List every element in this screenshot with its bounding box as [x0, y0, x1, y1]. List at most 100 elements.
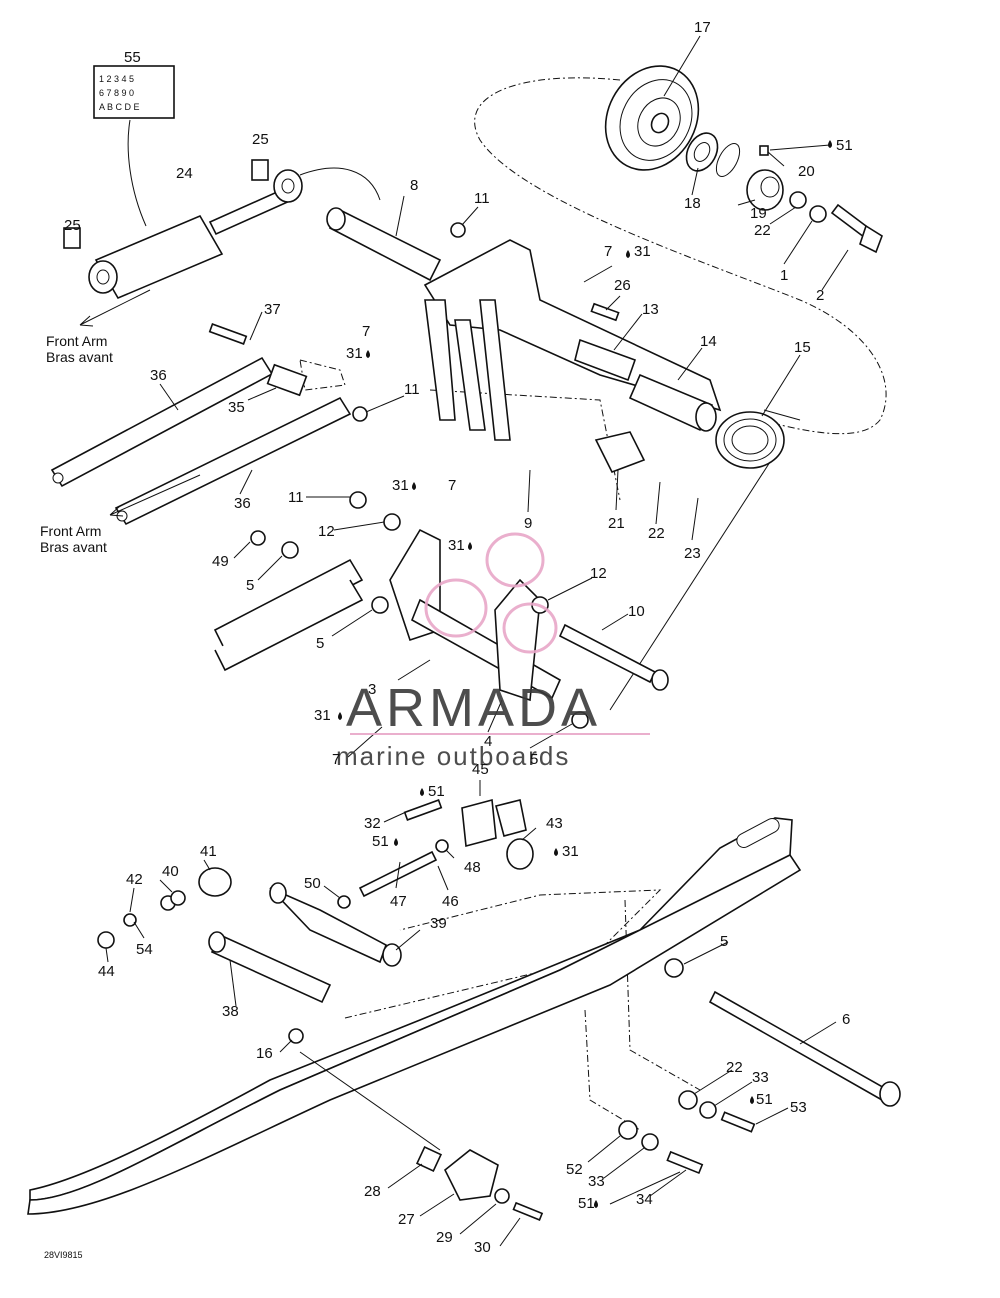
callout: 22 — [754, 222, 771, 239]
callout: 42 — [126, 871, 143, 888]
callout: 25 — [252, 131, 269, 148]
callout: 27 — [398, 1211, 415, 1228]
callout: 19 — [750, 205, 767, 222]
callout: 7 — [604, 243, 612, 260]
callout: 23 — [684, 545, 701, 562]
callout: 37 — [264, 301, 281, 318]
callout: 8 — [410, 177, 418, 194]
svg-text:6 7 8 9 0: 6 7 8 9 0 — [99, 88, 134, 98]
callout: 31 — [314, 707, 331, 724]
bolt — [208, 323, 248, 345]
callout: 50 — [304, 875, 321, 892]
callout: 24 — [176, 165, 193, 182]
svg-text:A B C D E: A B C D E — [99, 102, 140, 112]
callout: 38 — [222, 1003, 239, 1020]
nut — [352, 406, 368, 422]
front-arm-note-top-fr: Bras avant — [46, 349, 113, 365]
callout: 12 — [318, 523, 335, 540]
support-bracket — [389, 528, 562, 702]
callout: 45 — [472, 761, 489, 778]
washer — [809, 205, 827, 223]
rail-bracket — [213, 558, 364, 672]
bolt — [830, 203, 883, 254]
washer — [571, 711, 589, 729]
mid-outline — [429, 389, 621, 501]
shock-absorber — [88, 169, 303, 300]
spacer — [415, 1145, 443, 1173]
watermark-brand: ARMADA — [346, 678, 601, 738]
callout: 51 — [836, 137, 853, 154]
decal: 1 2 3 4 5 6 7 8 9 0 A B C D E — [93, 65, 175, 119]
callout: 29 — [436, 1229, 453, 1246]
bushing — [63, 227, 81, 249]
bushing — [251, 159, 269, 181]
callout: 52 — [566, 1161, 583, 1178]
front-arm-outline — [299, 359, 346, 391]
callout: 26 — [614, 277, 631, 294]
nut — [450, 222, 466, 238]
callout: 21 — [608, 515, 625, 532]
callout: 31 — [392, 477, 409, 494]
callout: 11 — [288, 489, 304, 506]
callout: 18 — [684, 195, 701, 212]
washer — [678, 1090, 698, 1110]
callout: 33 — [588, 1173, 605, 1190]
washer — [383, 513, 401, 531]
watermark-tagline: marine outboards — [336, 741, 570, 771]
callout: 36 — [234, 495, 251, 512]
callout: 51 — [756, 1091, 773, 1108]
callout: 40 — [162, 863, 179, 880]
callout: 31 — [448, 537, 465, 554]
bolt — [403, 799, 443, 821]
front-arm-note-bottom-fr: Bras avant — [40, 539, 107, 555]
callout: 22 — [726, 1059, 743, 1076]
callout: 1 — [780, 267, 788, 284]
callout: 15 — [794, 339, 811, 356]
arrow — [109, 474, 201, 517]
callout: 3 — [368, 681, 376, 698]
callout: 5 — [530, 751, 538, 768]
cam-sleeve — [198, 867, 232, 897]
sleeve — [628, 373, 717, 432]
washer — [371, 596, 389, 614]
cushion — [506, 838, 534, 870]
callout: 44 — [98, 963, 115, 980]
washer — [494, 1188, 510, 1204]
callout: 32 — [364, 815, 381, 832]
slider-shoe — [443, 1149, 499, 1201]
callout: 43 — [546, 815, 563, 832]
spacer — [266, 363, 308, 397]
callout: 51 — [372, 833, 389, 850]
callout: 55 — [124, 49, 141, 66]
callout: 34 — [636, 1191, 653, 1208]
spacer — [746, 169, 784, 211]
leader-lines — [105, 35, 849, 1247]
callout: 6 — [842, 1011, 850, 1028]
callout: 25 — [64, 217, 81, 234]
bearing — [685, 132, 719, 172]
callout: 20 — [798, 163, 815, 180]
callout: 49 — [212, 553, 229, 570]
svg-text:1 2 3 4 5: 1 2 3 4 5 — [99, 74, 134, 84]
bolt — [720, 1111, 756, 1133]
watermark: ARMADA marine outboards — [336, 532, 650, 771]
callout: 33 — [752, 1069, 769, 1086]
bolt-spacer-set — [97, 890, 186, 949]
callout: 7 — [448, 477, 456, 494]
stopper-block — [461, 798, 527, 848]
cross-shaft — [326, 207, 442, 282]
callout: 5 — [246, 577, 254, 594]
long-bolt — [708, 990, 901, 1107]
arrow — [79, 289, 151, 327]
callout: 39 — [430, 915, 447, 932]
callout: 30 — [474, 1239, 491, 1256]
callout: 51 — [578, 1195, 595, 1212]
callout: 53 — [790, 1099, 807, 1116]
nut — [349, 491, 367, 509]
callout: 46 — [442, 893, 459, 910]
washer — [618, 1120, 638, 1140]
front-arm-note-top-en: Front Arm — [46, 333, 107, 349]
callout: 47 — [390, 893, 407, 910]
bolt — [512, 1201, 544, 1221]
callout: 9 — [524, 515, 532, 532]
